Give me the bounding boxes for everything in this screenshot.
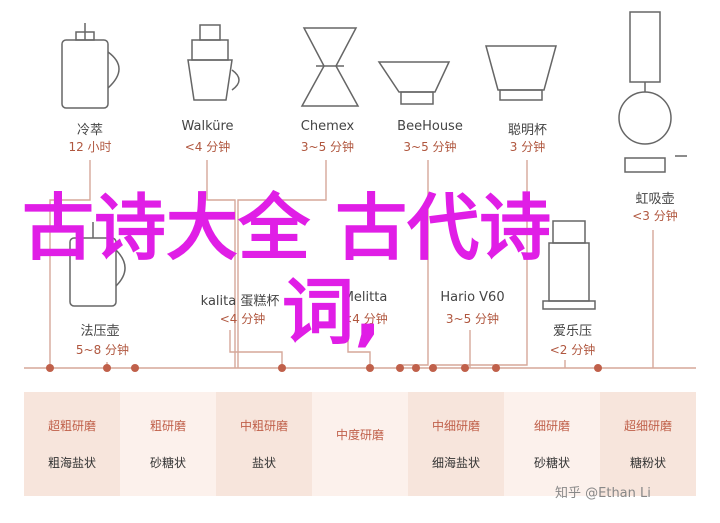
beehouse-icon [377, 61, 451, 105]
device-name-aeropress: 爱乐压 [552, 324, 592, 339]
grind-col: 超细研磨糖粉状 [600, 392, 696, 496]
french-press-icon [61, 23, 120, 109]
device-time-cold-brew: 12 小时 [68, 140, 112, 154]
grind-table: 超粗研磨粗海盐状 粗研磨砂糖状 中粗研磨盐状 中度研磨 中细研磨细海盐状 细研磨… [24, 392, 696, 496]
device-name-smart-cup: 聪明杯 [507, 123, 547, 138]
device-name-cold-brew: 冷萃 [76, 123, 103, 138]
fapress-icon [69, 222, 126, 307]
grind-col: 细研磨砂糖状 [504, 392, 600, 496]
grind-col: 中粗研磨盐状 [216, 392, 312, 496]
grind-col: 中细研磨细海盐状 [408, 392, 504, 496]
grind-col: 粗研磨砂糖状 [120, 392, 216, 496]
device-time-smart-cup: 3 分钟 [509, 140, 546, 154]
grind-col: 中度研磨 [312, 392, 408, 496]
overlay-title-line1: 古诗大全 古代诗 [22, 186, 552, 270]
overlay-title-line2: 词, [282, 270, 382, 354]
grind-shape: 细海盐状 [431, 456, 480, 470]
grind-shape: 盐状 [251, 456, 276, 470]
device-time-aeropress: <2 分钟 [549, 343, 596, 357]
device-name-walkure: Walküre [181, 119, 234, 134]
grind-shape: 砂糖状 [149, 456, 186, 470]
device-name-beehouse: BeeHouse [397, 119, 463, 134]
chemex-icon [300, 27, 360, 107]
device-time-siphon: <3 分钟 [632, 209, 678, 223]
grind-shape: 粗海盐状 [47, 456, 96, 470]
device-time-hario: 3~5 分钟 [445, 312, 500, 326]
device-name-melitta: Melitta [342, 290, 388, 305]
smart-cup-icon [485, 45, 557, 101]
device-time-walkure: <4 分钟 [184, 140, 231, 154]
device-name-fapress: 法压壶 [80, 324, 120, 339]
grind-level: 细研磨 [533, 419, 570, 433]
walkure-icon [187, 24, 240, 101]
device-name-siphon: 虹吸壶 [635, 192, 675, 207]
device-time-fapress: 5~8 分钟 [75, 343, 130, 357]
device-time-beehouse: 3~5 分钟 [403, 140, 457, 154]
grind-shape: 砂糖状 [533, 456, 570, 470]
grind-shape: 糖粉状 [629, 456, 666, 470]
grind-level: 中度研磨 [335, 427, 384, 442]
grind-level: 中粗研磨 [239, 419, 288, 433]
grind-level: 中细研磨 [431, 419, 480, 433]
siphon-icon [618, 11, 687, 173]
aeropress-icon [542, 220, 596, 310]
device-name-hario: Hario V60 [440, 290, 505, 305]
grind-level: 超细研磨 [623, 419, 672, 433]
device-time-chemex: 3~5 分钟 [300, 140, 355, 154]
watermark: 知乎 @Ethan Li [555, 486, 651, 501]
grind-col: 超粗研磨粗海盐状 [24, 392, 120, 496]
grind-level: 超粗研磨 [47, 419, 96, 433]
device-time-melitta: <4 分钟 [342, 312, 388, 326]
device-name-chemex: Chemex [300, 119, 355, 134]
device-time-kalita: <4 分钟 [219, 312, 266, 326]
grind-level: 粗研磨 [149, 419, 186, 433]
device-name-kalita: kalita 蛋糕杯 [200, 294, 280, 309]
